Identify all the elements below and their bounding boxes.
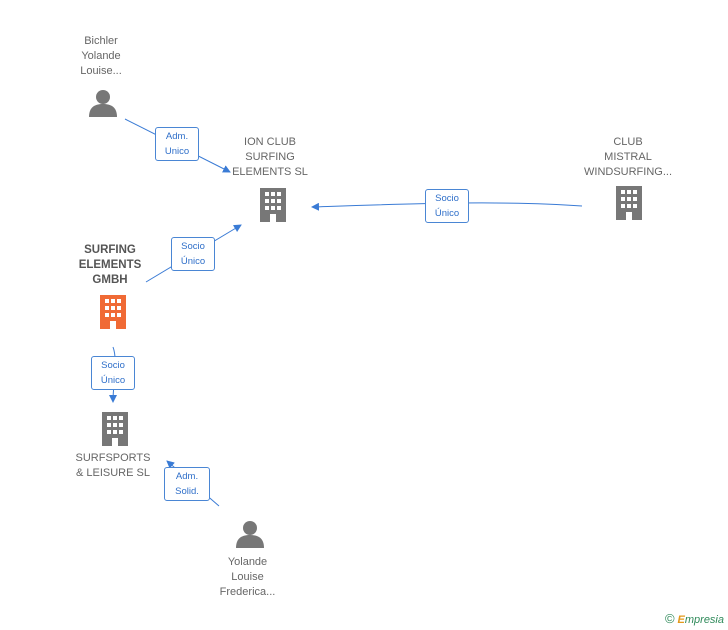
- node-label-ion-club[interactable]: ION CLUB SURFING ELEMENTS SL: [232, 136, 308, 178]
- node-label-surfsports[interactable]: SURFSPORTS & LEISURE SL: [75, 452, 151, 479]
- node-label-surfing-elements[interactable]: SURFING ELEMENTS GMBH: [78, 244, 142, 286]
- person-icon[interactable]: [235, 519, 265, 549]
- building-icon[interactable]: [100, 412, 130, 446]
- node-label-club-mistral[interactable]: CLUB MISTRAL WINDSURFING...: [584, 136, 672, 178]
- node-label-bichler[interactable]: Bichler Yolande Louise...: [80, 35, 122, 77]
- building-icon-focus[interactable]: [98, 295, 128, 329]
- edge-label-socio-unico[interactable]: Socio Único: [91, 356, 135, 390]
- copyright-icon: ©: [664, 611, 675, 626]
- edge-label-socio-unico[interactable]: Socio Único: [425, 189, 469, 223]
- node-label-yolande[interactable]: Yolande Louise Frederica...: [219, 556, 276, 598]
- brand-logo: ©Empresia: [664, 611, 724, 626]
- edge-label-socio-unico[interactable]: Socio Único: [171, 237, 215, 271]
- edge-label-adm-solid[interactable]: Adm. Solid.: [164, 467, 210, 501]
- edge-label-adm-unico[interactable]: Adm. Unico: [155, 127, 199, 161]
- building-icon[interactable]: [258, 188, 288, 222]
- building-icon[interactable]: [614, 186, 644, 220]
- person-icon[interactable]: [88, 88, 118, 118]
